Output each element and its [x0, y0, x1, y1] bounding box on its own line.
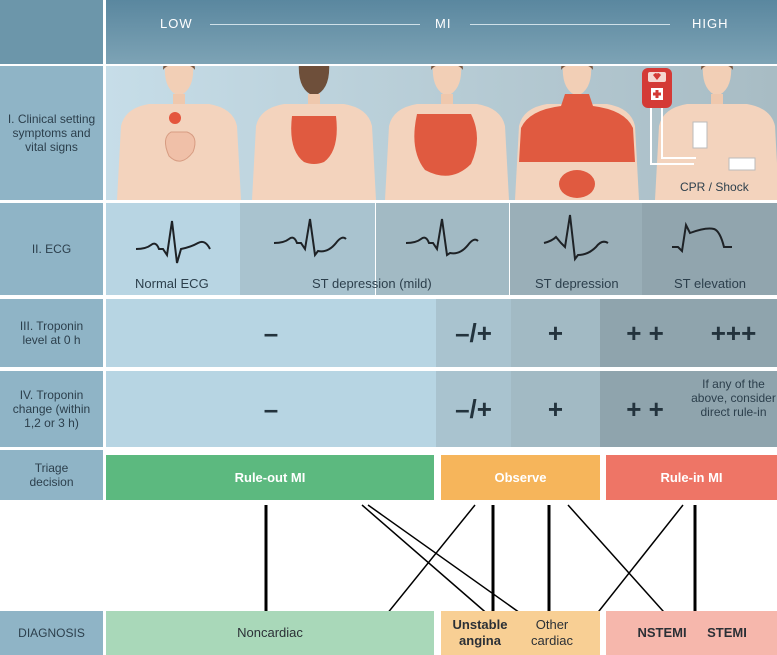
ecg-trace-normal	[135, 220, 211, 264]
diagnosis-noncardiac: Noncardiac	[106, 611, 434, 655]
high-label: HIGH	[692, 16, 729, 31]
diagnosis-nstemi: NSTEMI	[637, 625, 687, 640]
row-label-diagnosis: DIAGNOSIS	[0, 611, 103, 655]
trop0-value-5: +++	[710, 317, 757, 348]
header-label-cell	[0, 0, 103, 64]
trop0-cell-4	[600, 299, 777, 367]
ecg-normal-label: Normal ECG	[135, 276, 209, 291]
triage-arrows	[261, 504, 700, 634]
trop0-value-4: + +	[626, 317, 664, 348]
diagnosis-other-cardiac: Other cardiac	[531, 617, 573, 648]
arrow-observe-nstemi	[567, 504, 683, 633]
diagnosis-stemi: STEMI	[707, 625, 747, 640]
tropchange-cell-2	[436, 371, 511, 447]
arrow-ruleout-other	[367, 504, 548, 633]
direct-rule-in-note: If any of the above, consider direct rul…	[691, 377, 776, 419]
diagnosis-unstable-angina: Unstable angina	[452, 617, 508, 648]
ecg-cell-normal	[106, 203, 240, 295]
patient-figure-5	[655, 66, 777, 200]
ecg-cell-mild-2	[376, 203, 509, 295]
triage-rule-out: Rule-out MI	[106, 455, 434, 500]
risk-gradient-bar	[106, 0, 777, 64]
trop0-cell-1	[106, 299, 436, 367]
row-label-troponin-change: IV. Troponin change (within 1,2 or 3 h)	[0, 371, 103, 447]
ecg-trace-mild-2	[405, 218, 479, 257]
tropchange-value-4: + +	[626, 393, 664, 424]
row-label-ecg: II. ECG	[0, 203, 103, 295]
trop0-cell-2	[436, 299, 511, 367]
low-label: LOW	[160, 16, 193, 31]
header-line-right	[470, 24, 670, 25]
ecg-trace-mild-1	[273, 218, 347, 258]
arrow-rulein-other	[581, 504, 684, 634]
defibrillator-device	[642, 68, 696, 165]
tropchange-cell-1	[106, 371, 436, 447]
row-label-troponin-0h: III. Troponin level at 0 h	[0, 299, 103, 367]
trop0-cell-3	[511, 299, 600, 367]
cpr-shock-label: CPR / Shock	[680, 180, 749, 194]
header-line-left	[210, 24, 420, 25]
trop0-value-1: –	[263, 317, 279, 348]
patient-figure-1	[117, 66, 241, 200]
tropchange-cell-4	[600, 371, 777, 447]
ecg-st-depression-label: ST depression	[535, 276, 619, 291]
arrow-observe-noncardiac	[371, 504, 476, 634]
patient-figure-2	[252, 66, 376, 200]
tropchange-value-2: –/+	[455, 393, 492, 424]
tropchange-value-1: –	[263, 393, 279, 424]
patient-figure-3	[385, 66, 509, 200]
triage-observe: Observe	[441, 455, 600, 500]
tropchange-value-3: +	[547, 393, 564, 424]
diagnosis-observe-box	[441, 611, 600, 655]
ecg-traces	[135, 214, 732, 264]
trop0-value-2: –/+	[455, 317, 492, 348]
diagnosis-rulein-box	[606, 611, 777, 655]
ecg-st-elevation-label: ST elevation	[674, 276, 747, 291]
row-label-clinical: I. Clinical setting symptoms and vital s…	[0, 66, 103, 200]
patient-figure-4	[515, 66, 639, 200]
ecg-trace-st-depression	[543, 214, 609, 262]
ecg-cell-mild-1	[240, 203, 375, 295]
trop0-value-3: +	[547, 317, 564, 348]
mi-label: MI	[435, 16, 452, 31]
ecg-trace-st-elevation	[672, 221, 732, 254]
patient-figures	[117, 66, 777, 200]
ecg-cell-st-depression	[510, 203, 642, 295]
triage-rule-in: Rule-in MI	[606, 455, 777, 500]
ecg-mild-label: ST depression (mild)	[312, 276, 432, 291]
tropchange-cell-3	[511, 371, 600, 447]
ecg-cell-st-elevation	[642, 203, 777, 295]
row-label-triage: Triage decision	[0, 450, 103, 500]
arrow-ruleout-unstable	[361, 504, 510, 633]
